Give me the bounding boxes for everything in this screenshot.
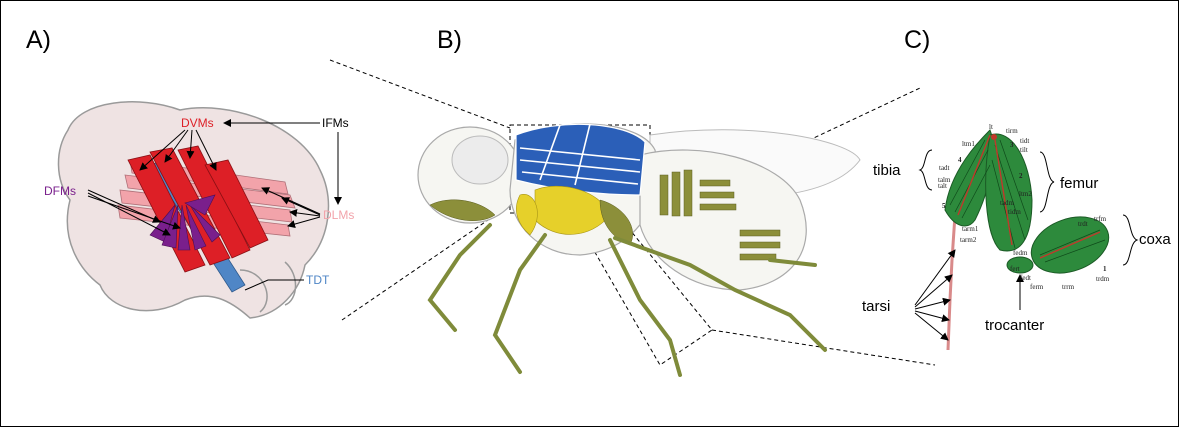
fly-eye bbox=[452, 136, 508, 184]
abbr-trfm: trfm bbox=[1094, 215, 1107, 223]
panel-a-thorax-diagram: DVMs IFMs DFMs DLMs TDT bbox=[44, 102, 354, 318]
abbr-ltm1: ltm1 bbox=[962, 140, 975, 148]
ifms-label: IFMs bbox=[322, 116, 349, 130]
dfms-label: DFMs bbox=[44, 184, 76, 198]
abbr-ferm: ferm bbox=[1030, 283, 1044, 291]
abbr-tadt: tadt bbox=[939, 164, 950, 172]
abbr-fedt: fedt bbox=[1020, 274, 1031, 282]
abbr-trdt: trdt bbox=[1078, 220, 1088, 228]
abbr-tilt: tilt bbox=[1020, 146, 1028, 154]
abbr-trdm: trdm bbox=[1096, 275, 1110, 283]
coxa-label: coxa bbox=[1139, 231, 1171, 248]
tdt-label: TDT bbox=[306, 273, 330, 287]
abbr-2: 2 bbox=[1019, 172, 1023, 180]
abbr-tidt: tidt bbox=[1020, 137, 1029, 145]
dvms-label: DVMs bbox=[181, 116, 214, 130]
abbr-talt: talt bbox=[938, 182, 947, 190]
femur-label: femur bbox=[1060, 175, 1098, 192]
tibia-label: tibia bbox=[873, 162, 901, 179]
abbr-5: 5 bbox=[942, 202, 946, 210]
tarsi-label: tarsi bbox=[862, 298, 890, 315]
abbr-ltm2: ltm2 bbox=[1019, 190, 1032, 198]
panel-b-fly-diagram bbox=[330, 60, 935, 375]
abbr-4: 4 bbox=[958, 156, 962, 164]
abbr-fedm: fedm bbox=[1013, 249, 1028, 257]
tendon-node bbox=[991, 134, 997, 140]
abbr-tarm1: tarm1 bbox=[962, 225, 979, 233]
abbr-tirm: tirm bbox=[1006, 127, 1018, 135]
abbr-trrm: trrm bbox=[1062, 283, 1075, 291]
abbr-fert: fert bbox=[1010, 265, 1020, 273]
abbr-3: 3 bbox=[1010, 141, 1014, 149]
abbr-tidm: tidm bbox=[1008, 208, 1021, 216]
dlms-label: DLMs bbox=[323, 208, 354, 222]
abbr-tadm: tadm bbox=[1000, 199, 1015, 207]
abbr-lt: lt bbox=[989, 123, 993, 131]
panel-c-leg-diagram: tibia femur coxa tarsi trocanter lt tirm… bbox=[862, 123, 1171, 350]
abbr-tarm2: tarm2 bbox=[960, 236, 977, 244]
tarsi-segment bbox=[948, 215, 955, 350]
trocanter-label: trocanter bbox=[985, 317, 1044, 334]
abbr-1: 1 bbox=[1103, 265, 1107, 273]
